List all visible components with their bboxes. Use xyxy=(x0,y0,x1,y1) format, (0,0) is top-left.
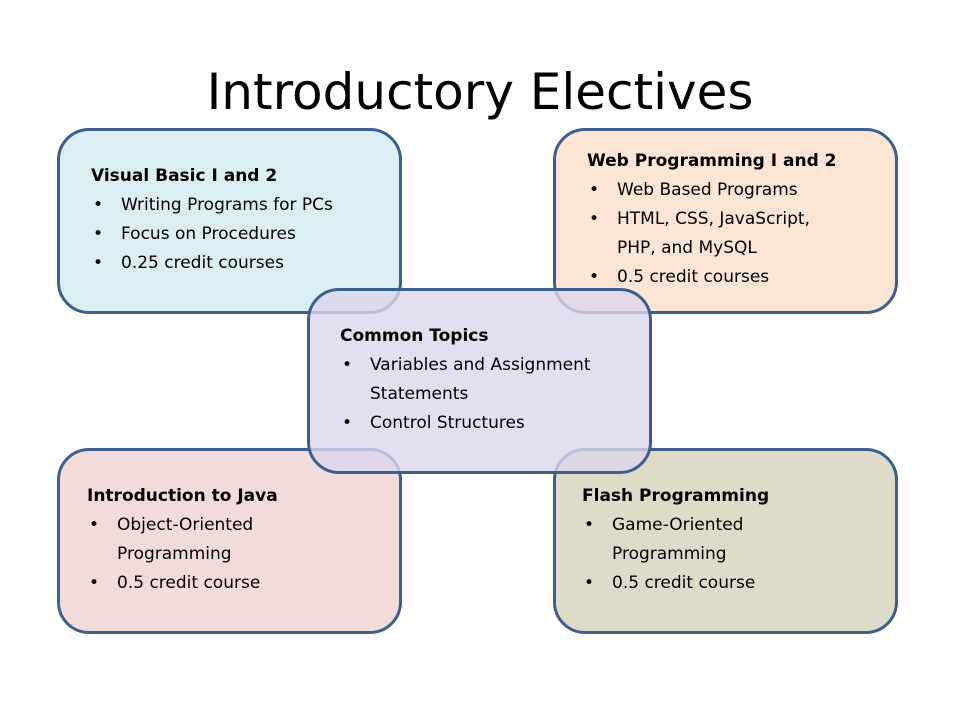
list-item: 0.5 credit course xyxy=(87,569,317,598)
common-topics-list: Variables and Assignment Statements Cont… xyxy=(340,351,640,438)
list-item: Control Structures xyxy=(340,409,640,438)
common-topics-heading: Common Topics xyxy=(340,326,489,346)
common-topics-content: Common Topics Variables and Assignment S… xyxy=(340,322,640,438)
web-programming-content: Web Programming I and 2 Web Based Progra… xyxy=(587,147,887,292)
list-item: HTML, CSS, JavaScript, PHP, and MySQL xyxy=(587,205,847,263)
visual-basic-content: Visual Basic I and 2 Writing Programs fo… xyxy=(91,162,391,278)
list-item: Variables and Assignment Statements xyxy=(340,351,625,409)
web-programming-list: Web Based Programs HTML, CSS, JavaScript… xyxy=(587,176,887,292)
list-item: 0.25 credit courses xyxy=(91,249,391,278)
list-item: Game-Oriented Programming xyxy=(582,511,787,569)
flash-heading: Flash Programming xyxy=(582,486,770,506)
list-item: Object-Oriented Programming xyxy=(87,511,292,569)
web-programming-heading: Web Programming I and 2 xyxy=(587,151,837,171)
list-item: Focus on Procedures xyxy=(91,220,391,249)
list-item: Writing Programs for PCs xyxy=(91,191,391,220)
visual-basic-list: Writing Programs for PCs Focus on Proced… xyxy=(91,191,391,278)
list-item: 0.5 credit courses xyxy=(587,263,887,292)
java-heading: Introduction to Java xyxy=(87,486,278,506)
flash-content: Flash Programming Game-Oriented Programm… xyxy=(582,482,812,598)
java-content: Introduction to Java Object-Oriented Pro… xyxy=(87,482,317,598)
flash-list: Game-Oriented Programming 0.5 credit cou… xyxy=(582,511,812,598)
list-item: 0.5 credit course xyxy=(582,569,812,598)
list-item: Web Based Programs xyxy=(587,176,887,205)
page-title: Introductory Electives xyxy=(206,63,754,121)
visual-basic-heading: Visual Basic I and 2 xyxy=(91,166,278,186)
java-list: Object-Oriented Programming 0.5 credit c… xyxy=(87,511,317,598)
